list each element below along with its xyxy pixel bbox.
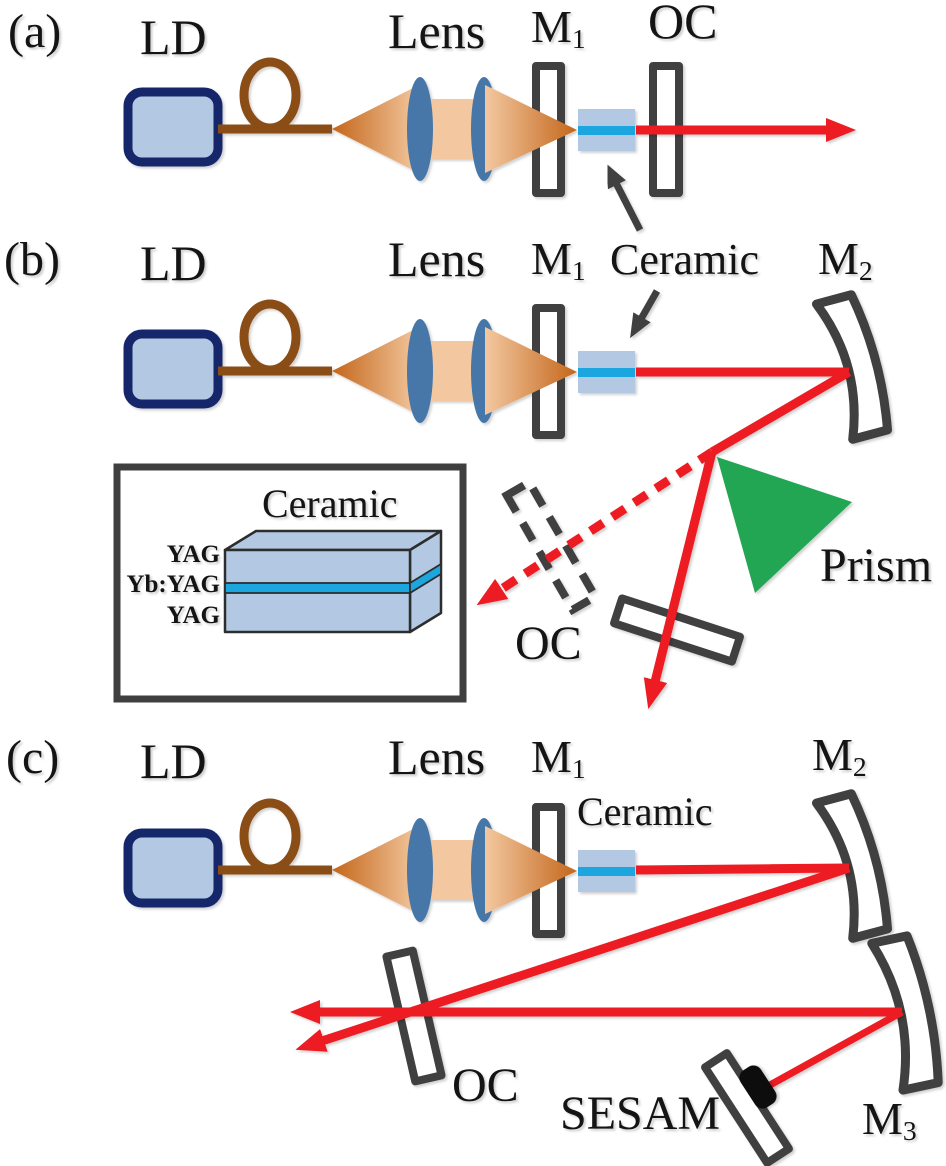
output-coupler-b: [610, 594, 744, 666]
label-m3-c-sub: 3: [902, 1115, 917, 1147]
label-m3-c-base: M: [862, 1093, 903, 1144]
beam-c-ceramic-to-m2: [635, 863, 850, 875]
panel-b-tag: (b): [4, 233, 60, 286]
beam-c-m3-to-sesam: [768, 1008, 904, 1089]
label-ld-b: LD: [140, 235, 207, 291]
label-m2-c: M2: [812, 732, 867, 781]
label-oc-c: OC: [452, 1059, 519, 1112]
panel-c-tag: (c): [6, 731, 60, 784]
output-coupler-b-dashed-position: [501, 476, 601, 616]
label-m2-c-sub: 2: [852, 751, 867, 783]
label-lens-c: Lens: [388, 729, 486, 785]
beam-b-dashed-tuned-output: [476, 448, 715, 606]
label-m1-a-base: M: [531, 1, 572, 52]
label-m1-b-base: M: [531, 233, 572, 284]
inset-layer-yag-top: YAG: [166, 541, 220, 568]
inset-title-ceramic: Ceramic: [262, 481, 398, 526]
inset-layer-ybyag-mid: Yb:YAG: [126, 571, 220, 598]
label-ceramic-c: Ceramic: [577, 789, 713, 834]
label-ld-c: LD: [140, 733, 207, 789]
label-oc-b: OC: [515, 617, 582, 670]
ceramic-pointer-arrow-up: [605, 163, 644, 232]
ceramic3d-top-face: [223, 529, 443, 552]
curved-mirror-m2-b: [816, 293, 893, 439]
label-m1-c: M1: [531, 734, 586, 783]
label-m1-a-sub: 1: [571, 23, 586, 55]
beam-b-through-oc: [643, 450, 717, 710]
label-prism: Prism: [820, 539, 933, 592]
label-ceramic-pointer: Ceramic: [610, 235, 760, 284]
panel-a-tag: (a): [8, 5, 62, 58]
prism-shape: [717, 457, 852, 593]
label-m3-c: M3: [862, 1096, 917, 1145]
label-lens-b: Lens: [388, 231, 486, 287]
label-ld-a: LD: [140, 9, 207, 65]
label-m2-b-base: M: [818, 233, 859, 284]
ceramic3d-side-stripe: [409, 562, 442, 595]
label-m2-b-sub: 2: [858, 255, 873, 287]
label-m1-c-sub: 1: [571, 753, 586, 785]
inset-ceramic-structure: [113, 463, 467, 703]
label-sesam: SESAM: [560, 1087, 721, 1140]
ceramic3d-front-stripe: [224, 582, 411, 594]
label-lens-a: Lens: [388, 3, 486, 59]
beam-b-m2-to-prism: [709, 368, 852, 456]
label-m1-b: M1: [531, 236, 586, 285]
sesam-absorber-dot: [739, 1065, 777, 1109]
pump-chain-a: [128, 62, 635, 193]
label-m1-c-base: M: [531, 731, 572, 782]
label-m1-b-sub: 1: [571, 255, 586, 287]
pump-chain-c: [128, 803, 635, 934]
label-m2-b: M2: [818, 236, 873, 285]
pump-chain-b: [128, 304, 635, 435]
inset-layer-yag-bottom: YAG: [166, 602, 220, 629]
ceramic-pointer-arrow-down: [630, 289, 661, 339]
label-m1-a: M1: [531, 4, 586, 53]
label-m2-c-base: M: [812, 729, 853, 780]
label-oc-a: OC: [648, 0, 718, 49]
